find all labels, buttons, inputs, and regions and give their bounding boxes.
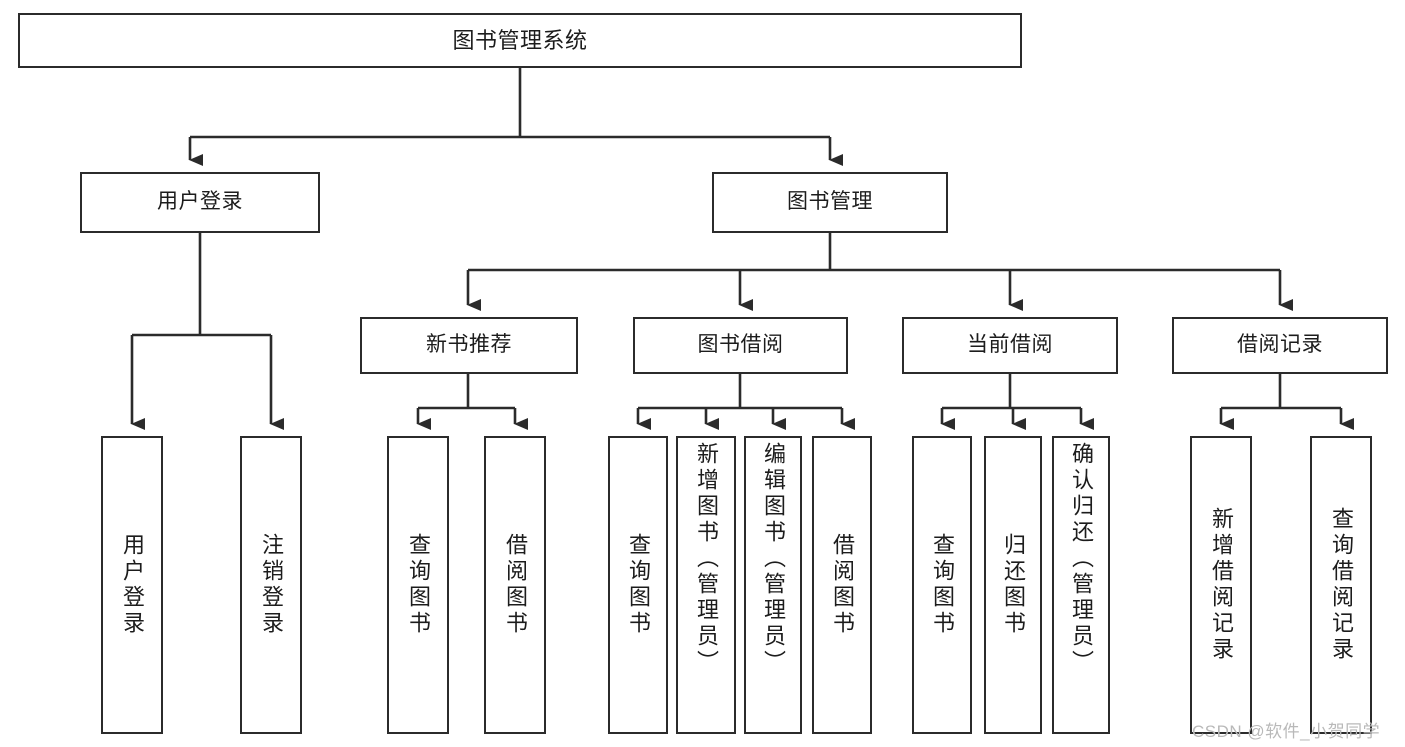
leaf-query-borrow-record[interactable]: 查询借阅记录 [1310, 436, 1372, 734]
node-label: 用户登录 [120, 533, 145, 637]
node-label: 归还图书 [1001, 533, 1026, 637]
node-label: 图书管理系统 [452, 27, 588, 53]
node-label: 图书管理 [787, 190, 873, 214]
leaf-add-book-admin[interactable]: 新增图书（管理员） [676, 436, 736, 734]
node-new-book-recommend[interactable]: 新书推荐 [360, 317, 578, 374]
leaf-query-book-current[interactable]: 查询图书 [912, 436, 972, 734]
node-current-borrow[interactable]: 当前借阅 [902, 317, 1118, 374]
node-borrow-records[interactable]: 借阅记录 [1172, 317, 1388, 374]
node-book-management[interactable]: 图书管理 [712, 172, 948, 233]
node-label: 编辑图书（管理员） [761, 442, 786, 676]
leaf-edit-book-admin[interactable]: 编辑图书（管理员） [744, 436, 802, 734]
leaf-query-book-new[interactable]: 查询图书 [387, 436, 449, 734]
node-label: 用户登录 [157, 190, 243, 214]
node-label: 查询借阅记录 [1329, 507, 1354, 663]
leaf-user-login[interactable]: 用户登录 [101, 436, 163, 734]
node-label: 新增图书（管理员） [694, 442, 719, 676]
leaf-borrow-book-new[interactable]: 借阅图书 [484, 436, 546, 734]
leaf-add-borrow-record[interactable]: 新增借阅记录 [1190, 436, 1252, 734]
node-label: 借阅图书 [503, 533, 528, 637]
leaf-query-book-borrow[interactable]: 查询图书 [608, 436, 668, 734]
leaf-logout[interactable]: 注销登录 [240, 436, 302, 734]
leaf-borrow-book[interactable]: 借阅图书 [812, 436, 872, 734]
node-root-system[interactable]: 图书管理系统 [18, 13, 1022, 68]
node-label: 新增借阅记录 [1209, 507, 1234, 663]
node-label: 查询图书 [930, 533, 955, 637]
node-label: 图书借阅 [697, 333, 784, 357]
node-user-login[interactable]: 用户登录 [80, 172, 320, 233]
node-label: 确认归还（管理员） [1069, 442, 1094, 676]
node-label: 借阅图书 [830, 533, 855, 637]
node-label: 新书推荐 [426, 333, 512, 357]
node-label: 查询图书 [406, 533, 431, 637]
watermark: CSDN @软件_小贺同学 [1192, 722, 1381, 741]
node-label: 借阅记录 [1237, 333, 1323, 357]
node-label: 查询图书 [626, 533, 651, 637]
leaf-confirm-return-admin[interactable]: 确认归还（管理员） [1052, 436, 1110, 734]
node-label: 当前借阅 [967, 333, 1053, 357]
node-book-borrow[interactable]: 图书借阅 [633, 317, 848, 374]
node-label: 注销登录 [259, 533, 284, 637]
leaf-return-book[interactable]: 归还图书 [984, 436, 1042, 734]
